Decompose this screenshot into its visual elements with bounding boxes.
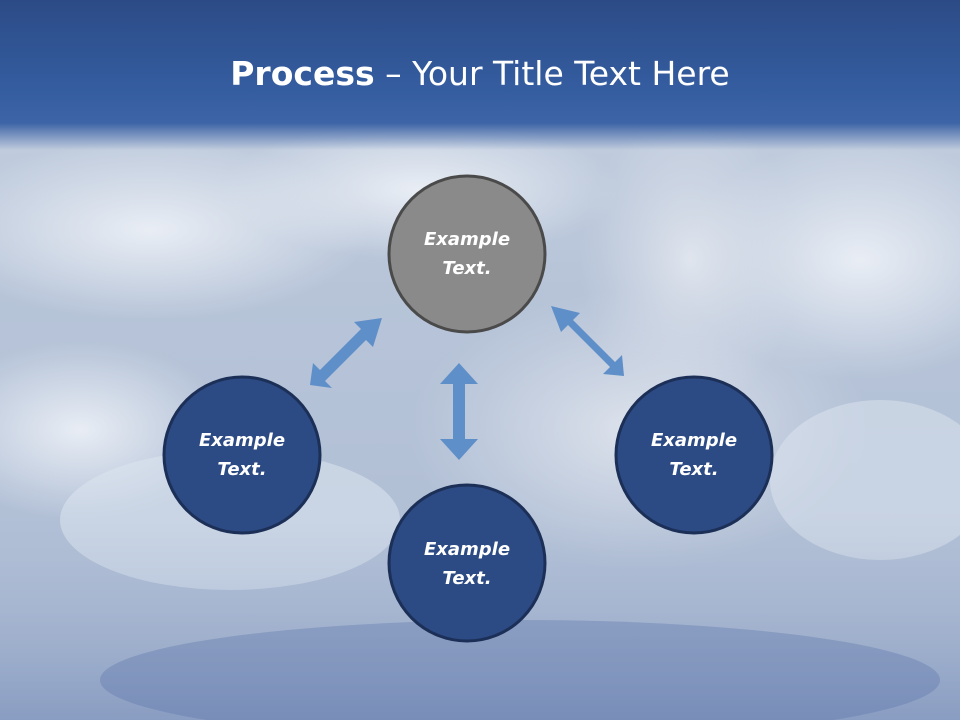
water-shape xyxy=(100,620,940,720)
ice-shape xyxy=(770,400,960,560)
circle-right[interactable] xyxy=(614,375,774,535)
double-headed-arrow-icon[interactable] xyxy=(551,306,624,376)
node-left-line2: Text. xyxy=(217,459,267,480)
node-top-label: Example Text. xyxy=(389,225,545,283)
node-bottom-line2: Text. xyxy=(442,568,492,589)
double-headed-arrow-icon[interactable] xyxy=(310,318,382,388)
double-headed-arrow-icon[interactable] xyxy=(440,363,478,460)
node-top-line2: Text. xyxy=(442,258,492,279)
node-top-line1: Example xyxy=(423,229,511,250)
node-right-label: Example Text. xyxy=(616,426,772,484)
circle-left[interactable] xyxy=(162,375,322,535)
node-left-label: Example Text. xyxy=(164,426,320,484)
title-bold-part: Process xyxy=(230,54,375,93)
node-bottom-line1: Example xyxy=(423,539,511,560)
node-left-line1: Example xyxy=(198,430,286,451)
node-right-line2: Text. xyxy=(669,459,719,480)
node-bottom-label: Example Text. xyxy=(389,535,545,593)
node-right-line1: Example xyxy=(650,430,738,451)
slide-title[interactable]: Process – Your Title Text Here xyxy=(0,52,960,96)
title-bar xyxy=(0,0,960,150)
circle-top[interactable] xyxy=(387,174,547,334)
circle-bottom[interactable] xyxy=(387,483,547,643)
title-rest: Your Title Text Here xyxy=(412,54,730,93)
title-dash: – xyxy=(374,54,413,93)
